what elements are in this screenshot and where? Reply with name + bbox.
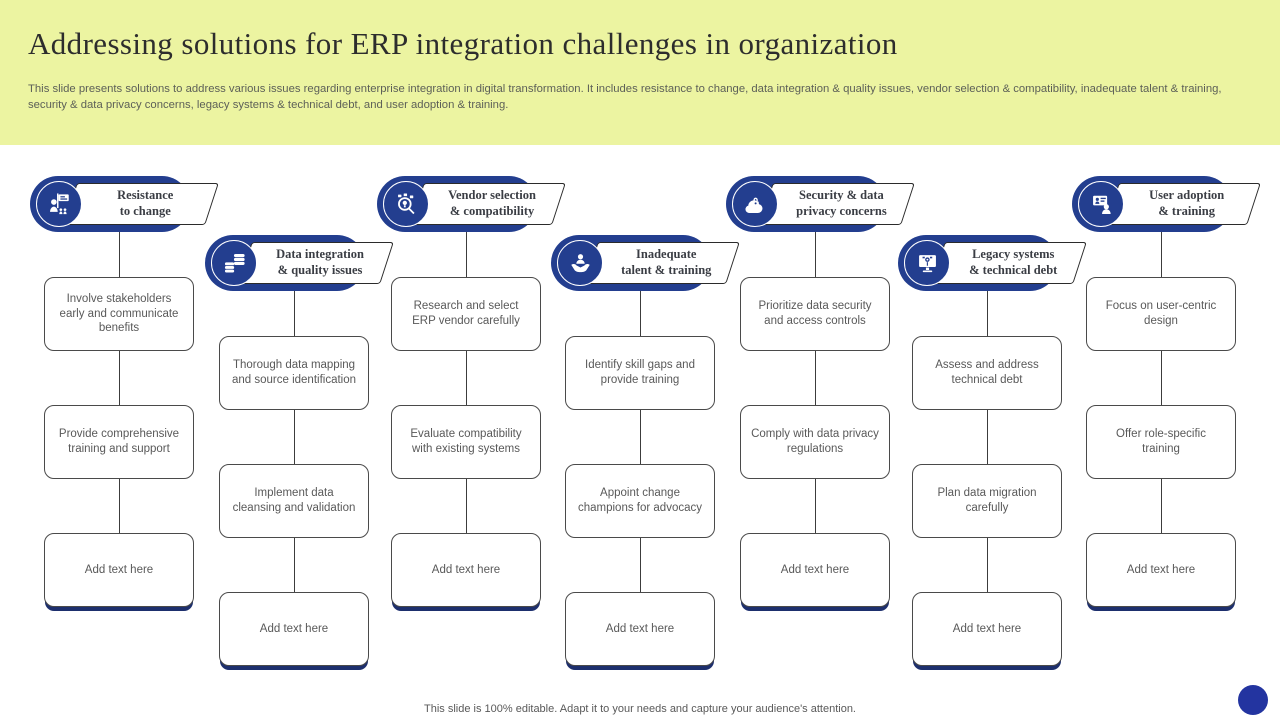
challenge-pill-legacy-systems-technical-debt[interactable]: Legacy systems & technical debt	[898, 235, 1087, 291]
connector-line	[1160, 228, 1162, 537]
solution-text: Plan data migration carefully	[937, 487, 1037, 514]
solution-text: Focus on user-centric design	[1105, 300, 1217, 327]
solution-box[interactable]: Assess and address technical debt	[912, 336, 1062, 410]
solution-text: Add text here	[1126, 563, 1196, 576]
challenge-banner: Legacy systems & technical debt	[931, 242, 1087, 284]
challenge-banner: Data integration & quality issues	[238, 242, 394, 284]
solution-text: Research and select ERP vendor carefully	[412, 300, 520, 327]
solution-box[interactable]: Focus on user-centric design	[1086, 277, 1236, 351]
header-band: Addressing solutions for ERP integration…	[0, 0, 1280, 145]
database-icon	[211, 240, 257, 286]
challenge-pill-inadequate-talent-training[interactable]: Inadequate talent & training	[551, 235, 740, 291]
solution-text: Provide comprehensive training and suppo…	[58, 428, 180, 455]
monitor-gear-icon	[904, 240, 950, 286]
person-flag-icon	[36, 181, 82, 227]
solution-box[interactable]: Offer role-specific training	[1086, 405, 1236, 479]
solution-text: Involve stakeholders early and communica…	[59, 292, 179, 335]
placeholder-box[interactable]: Add text here	[565, 592, 715, 666]
challenge-title: Resistance to change	[116, 188, 174, 218]
challenge-banner: Security & data privacy concerns	[759, 183, 915, 225]
solution-box[interactable]: Identify skill gaps and provide training	[565, 336, 715, 410]
solution-box[interactable]: Prioritize data security and access cont…	[740, 277, 890, 351]
hands-person-icon	[557, 240, 603, 286]
challenge-title: Legacy systems & technical debt	[968, 247, 1058, 277]
challenge-pill-user-adoption-training[interactable]: User adoption & training	[1072, 176, 1261, 232]
solution-box[interactable]: Implement data cleansing and validation	[219, 464, 369, 538]
connector-line	[814, 228, 816, 537]
connector-line	[293, 287, 295, 596]
solution-box[interactable]: Provide comprehensive training and suppo…	[44, 405, 194, 479]
connector-line	[639, 287, 641, 596]
solution-box[interactable]: Appoint change champions for advocacy	[565, 464, 715, 538]
solution-text: Add text here	[431, 563, 501, 576]
solution-text: Add text here	[84, 563, 154, 576]
challenge-title: User adoption & training	[1149, 188, 1225, 218]
challenge-banner: Inadequate talent & training	[584, 242, 740, 284]
placeholder-box[interactable]: Add text here	[740, 533, 890, 607]
solution-text: Thorough data mapping and source identif…	[231, 359, 357, 386]
solution-text: Add text here	[952, 622, 1022, 635]
solution-text: Prioritize data security and access cont…	[758, 300, 872, 327]
placeholder-box[interactable]: Add text here	[912, 592, 1062, 666]
solution-box[interactable]: Thorough data mapping and source identif…	[219, 336, 369, 410]
connector-line	[986, 287, 988, 596]
solution-text: Assess and address technical debt	[935, 359, 1039, 386]
connector-line	[465, 228, 467, 537]
solution-box[interactable]: Research and select ERP vendor carefully	[391, 277, 541, 351]
challenge-title: Inadequate talent & training	[620, 247, 712, 277]
solution-text: Add text here	[780, 563, 850, 576]
solution-text: Implement data cleansing and validation	[232, 487, 356, 514]
placeholder-box[interactable]: Add text here	[1086, 533, 1236, 607]
challenge-pill-vendor-selection-compatibility[interactable]: Vendor selection & compatibility	[377, 176, 566, 232]
cloud-lock-icon	[732, 181, 778, 227]
challenge-banner: Vendor selection & compatibility	[410, 183, 566, 225]
solution-text: Appoint change champions for advocacy	[577, 487, 702, 514]
search-idea-icon	[383, 181, 429, 227]
footer-dot	[1238, 685, 1268, 715]
challenge-banner: User adoption & training	[1105, 183, 1261, 225]
footer-note: This slide is 100% editable. Adapt it to…	[424, 703, 856, 715]
challenge-pill-data-integration-quality-issues[interactable]: Data integration & quality issues	[205, 235, 394, 291]
solution-text: Add text here	[259, 622, 329, 635]
placeholder-box[interactable]: Add text here	[219, 592, 369, 666]
solution-text: Offer role-specific training	[1116, 428, 1206, 455]
solution-text: Identify skill gaps and provide training	[585, 359, 695, 386]
solution-box[interactable]: Involve stakeholders early and communica…	[44, 277, 194, 351]
connector-line	[118, 228, 120, 537]
challenge-pill-resistance-to-change[interactable]: Resistance to change	[30, 176, 219, 232]
challenge-title: Security & data privacy concerns	[795, 188, 887, 218]
placeholder-box[interactable]: Add text here	[44, 533, 194, 607]
challenge-title: Data integration & quality issues	[276, 247, 364, 277]
solution-box[interactable]: Evaluate compatibility with existing sys…	[391, 405, 541, 479]
solution-text: Comply with data privacy regulations	[751, 428, 879, 455]
training-presentation-icon	[1078, 181, 1124, 227]
solution-text: Evaluate compatibility with existing sys…	[410, 428, 522, 455]
challenge-pill-security-data-privacy-concerns[interactable]: Security & data privacy concerns	[726, 176, 915, 232]
placeholder-box[interactable]: Add text here	[391, 533, 541, 607]
solution-box[interactable]: Plan data migration carefully	[912, 464, 1062, 538]
challenge-title: Vendor selection & compatibility	[448, 188, 536, 218]
page-description: This slide presents solutions to address…	[28, 83, 1222, 111]
page-title: Addressing solutions for ERP integration…	[28, 26, 898, 61]
solution-box[interactable]: Comply with data privacy regulations	[740, 405, 890, 479]
challenge-banner: Resistance to change	[63, 183, 219, 225]
solution-text: Add text here	[605, 622, 675, 635]
